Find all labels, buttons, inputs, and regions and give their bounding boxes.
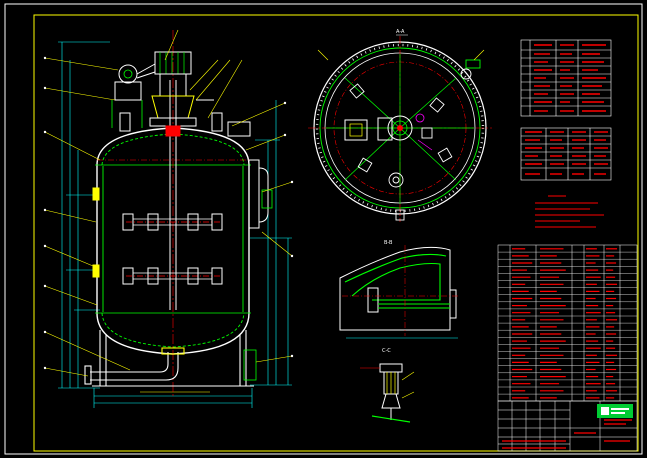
drawing-frame	[4, 3, 643, 455]
left-nozzles	[92, 187, 100, 278]
agitator-blade-lower	[122, 267, 223, 285]
right-dimension-lines	[250, 100, 292, 386]
agitator-blade-icon	[122, 213, 223, 231]
bottom-outlet-pipe	[84, 347, 185, 385]
support-legs	[92, 330, 257, 387]
title-block-marks	[502, 419, 632, 449]
top-view-nozzles	[349, 59, 481, 221]
technical-notes	[535, 195, 604, 228]
top-plan-view: A-A	[308, 29, 492, 222]
item-markers	[43, 56, 294, 370]
section-b-label: B-B	[384, 240, 393, 246]
leader-lines-top	[164, 29, 293, 363]
design-data-table-marks	[534, 44, 606, 112]
top-nozzles	[119, 99, 251, 137]
front-elevation-view	[43, 29, 294, 408]
parts-list-rows	[498, 248, 637, 399]
side-sight-glass	[248, 159, 273, 229]
title-block	[497, 400, 638, 452]
nozzle-table-marks	[525, 131, 608, 175]
section-b-view: B-B	[339, 240, 460, 339]
nozzle-table	[520, 127, 612, 181]
leader-lines-left	[44, 57, 131, 377]
section-c-label: C-C	[382, 348, 391, 354]
design-data-table	[520, 39, 612, 117]
top-view-label: A-A	[396, 29, 405, 35]
company-logo-icon	[597, 404, 633, 418]
left-dimension-lines	[58, 41, 110, 389]
motor-drive-icon	[111, 51, 197, 137]
section-c-view: C-C	[360, 348, 415, 423]
